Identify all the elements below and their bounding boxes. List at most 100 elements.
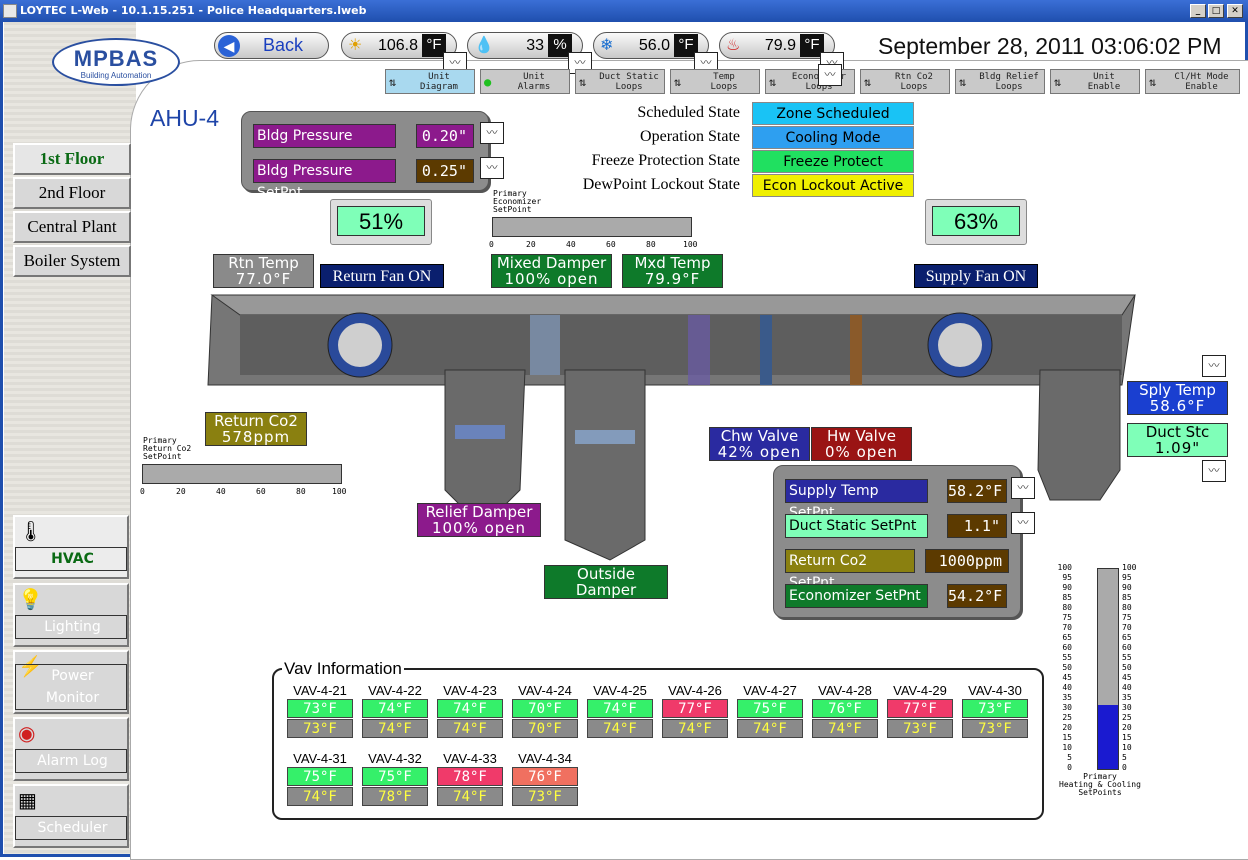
tab-label: Unit Diagram bbox=[420, 72, 458, 92]
trend-icon[interactable]: 〰 bbox=[1202, 355, 1226, 377]
tab-duct-static-loops[interactable]: ⇅Duct Static Loops bbox=[575, 69, 665, 94]
nav-boiler-system[interactable]: Boiler System bbox=[13, 245, 131, 277]
scale-tick: 95 bbox=[1062, 573, 1072, 582]
sliders-icon: ⇅ bbox=[579, 75, 587, 89]
scale-tick: 0 bbox=[489, 240, 494, 249]
scale-tick: 55 bbox=[1122, 653, 1132, 662]
scale-tick: 60 bbox=[1062, 643, 1072, 652]
vav-temp[interactable]: 76°F bbox=[512, 767, 578, 786]
vav-temp[interactable]: 73°F bbox=[962, 699, 1028, 718]
close-button[interactable]: ✕ bbox=[1227, 4, 1243, 18]
nav-power-monitor[interactable]: ⚡ Power Monitor bbox=[13, 650, 129, 714]
tab-unit-diagram[interactable]: ⇅Unit Diagram bbox=[385, 69, 475, 94]
vav-setpoint[interactable]: 74°F bbox=[287, 787, 353, 806]
tab-cl-ht-mode-enable[interactable]: ⇅Cl/Ht Mode Enable bbox=[1145, 69, 1240, 94]
vav-temp[interactable]: 78°F bbox=[437, 767, 503, 786]
supply-temp-setpnt-value: 58.2°F bbox=[947, 479, 1007, 503]
scale-tick: 75 bbox=[1122, 613, 1132, 622]
vav-setpoint[interactable]: 74°F bbox=[812, 719, 878, 738]
scale-tick: 20 bbox=[1062, 723, 1072, 732]
vav-name: VAV-4-23 bbox=[443, 683, 497, 698]
vav-temp[interactable]: 77°F bbox=[662, 699, 728, 718]
window-title: LOYTEC L-Web - 10.1.15.251 - Police Head… bbox=[0, 0, 1248, 22]
vav-temp[interactable]: 74°F bbox=[587, 699, 653, 718]
economizer-setpnt-value: 54.2°F bbox=[947, 584, 1007, 608]
vav-setpoint[interactable]: 73°F bbox=[962, 719, 1028, 738]
scale-tick: 100 bbox=[683, 240, 698, 249]
nav-hvac[interactable]: 🌡 HVAC bbox=[13, 515, 129, 579]
scale-tick: 100 bbox=[1057, 563, 1072, 572]
nav-central-plant[interactable]: Central Plant bbox=[13, 211, 131, 243]
tab-unit-enable[interactable]: ⇅Unit Enable bbox=[1050, 69, 1140, 94]
scale-tick: 15 bbox=[1062, 733, 1072, 742]
vav-setpoint[interactable]: 73°F bbox=[512, 787, 578, 806]
sensor-value: 0% open bbox=[569, 597, 643, 615]
scale-tick: 5 bbox=[1067, 753, 1072, 762]
bldg-pressure-setpnt-value: 0.25" bbox=[416, 159, 474, 183]
lightbulb-icon: 💡 bbox=[18, 589, 43, 611]
vav-setpoint[interactable]: 74°F bbox=[587, 719, 653, 738]
vav-setpoint[interactable]: 74°F bbox=[662, 719, 728, 738]
nav-alarm-log[interactable]: ◉ Alarm Log bbox=[13, 717, 129, 781]
vav-setpoint[interactable]: 74°F bbox=[737, 719, 803, 738]
vav-name: VAV-4-21 bbox=[293, 683, 347, 698]
trend-icon[interactable]: 〰 bbox=[1011, 512, 1035, 534]
tab-bldg-relief-loops[interactable]: ⇅Bldg Relief Loops bbox=[955, 69, 1045, 94]
vav-setpoint[interactable]: 70°F bbox=[512, 719, 578, 738]
logo-text: MPBAS bbox=[73, 46, 159, 71]
app-icon bbox=[3, 4, 17, 18]
logo-subtitle: Building Automation bbox=[80, 71, 152, 80]
vav-setpoint[interactable]: 78°F bbox=[362, 787, 428, 806]
tab-temp-loops[interactable]: ⇅Temp Loops bbox=[670, 69, 760, 94]
scale-tick: 40 bbox=[216, 487, 226, 496]
lightning-icon: ⚡ bbox=[18, 656, 43, 678]
vav-setpoint[interactable]: 73°F bbox=[287, 719, 353, 738]
fan-icon: 🌡 bbox=[18, 521, 44, 543]
trend-icon[interactable]: 〰 bbox=[818, 64, 842, 86]
vav-temp[interactable]: 74°F bbox=[437, 699, 503, 718]
vav-setpoint[interactable]: 73°F bbox=[887, 719, 953, 738]
trend-icon[interactable]: 〰 bbox=[568, 52, 592, 74]
tab-unit-alarms[interactable]: ●Unit Alarms bbox=[480, 69, 570, 94]
nav-scheduler[interactable]: ▦ Scheduler bbox=[13, 784, 129, 848]
minimize-button[interactable]: _ bbox=[1190, 4, 1206, 18]
scale-tick: 10 bbox=[1122, 743, 1132, 752]
vav-temp[interactable]: 76°F bbox=[812, 699, 878, 718]
sensor-value: 1.09" bbox=[1154, 439, 1201, 457]
economizer-setpnt-label: Economizer SetPnt bbox=[785, 584, 928, 608]
trend-icon[interactable]: 〰 bbox=[1202, 460, 1226, 482]
vav-temp[interactable]: 70°F bbox=[512, 699, 578, 718]
nav-1st-floor[interactable]: 1st Floor bbox=[13, 143, 131, 175]
vav-temp[interactable]: 73°F bbox=[287, 699, 353, 718]
nav-lighting[interactable]: 💡 Lighting bbox=[13, 583, 129, 647]
vav-temp[interactable]: 74°F bbox=[362, 699, 428, 718]
back-arrow-icon: ◀ bbox=[218, 35, 240, 57]
scale-tick: 40 bbox=[566, 240, 576, 249]
vav-setpoint[interactable]: 74°F bbox=[362, 719, 428, 738]
vav-temp[interactable]: 75°F bbox=[737, 699, 803, 718]
back-button[interactable]: ◀ Back bbox=[214, 32, 329, 59]
nav-2nd-floor[interactable]: 2nd Floor bbox=[13, 177, 131, 209]
vav-temp[interactable]: 75°F bbox=[362, 767, 428, 786]
tab-rtn-co2-loops[interactable]: ⇅Rtn Co2 Loops bbox=[860, 69, 950, 94]
vav-temp[interactable]: 77°F bbox=[887, 699, 953, 718]
heat-cool-setpoint-bar bbox=[1097, 568, 1119, 770]
scale-tick: 50 bbox=[1062, 663, 1072, 672]
bldg-pressure-label: Bldg Pressure bbox=[253, 124, 396, 148]
trend-icon[interactable]: 〰 bbox=[1011, 477, 1035, 499]
sun-icon: ☀ bbox=[348, 37, 363, 54]
trend-icon[interactable]: 〰 bbox=[480, 122, 504, 144]
vav-temp[interactable]: 75°F bbox=[287, 767, 353, 786]
vav-setpoint[interactable]: 74°F bbox=[437, 719, 503, 738]
vav-setpoint[interactable]: 74°F bbox=[437, 787, 503, 806]
maximize-button[interactable]: □ bbox=[1208, 4, 1224, 18]
heat-icon: ♨ bbox=[726, 37, 741, 54]
scale-tick: 60 bbox=[1122, 643, 1132, 652]
vav-name: VAV-4-28 bbox=[818, 683, 872, 698]
scale-tick: 10 bbox=[1062, 743, 1072, 752]
sensor-value: 79.9°F bbox=[644, 270, 701, 288]
trend-icon[interactable]: 〰 bbox=[480, 157, 504, 179]
scale-tick: 20 bbox=[526, 240, 536, 249]
